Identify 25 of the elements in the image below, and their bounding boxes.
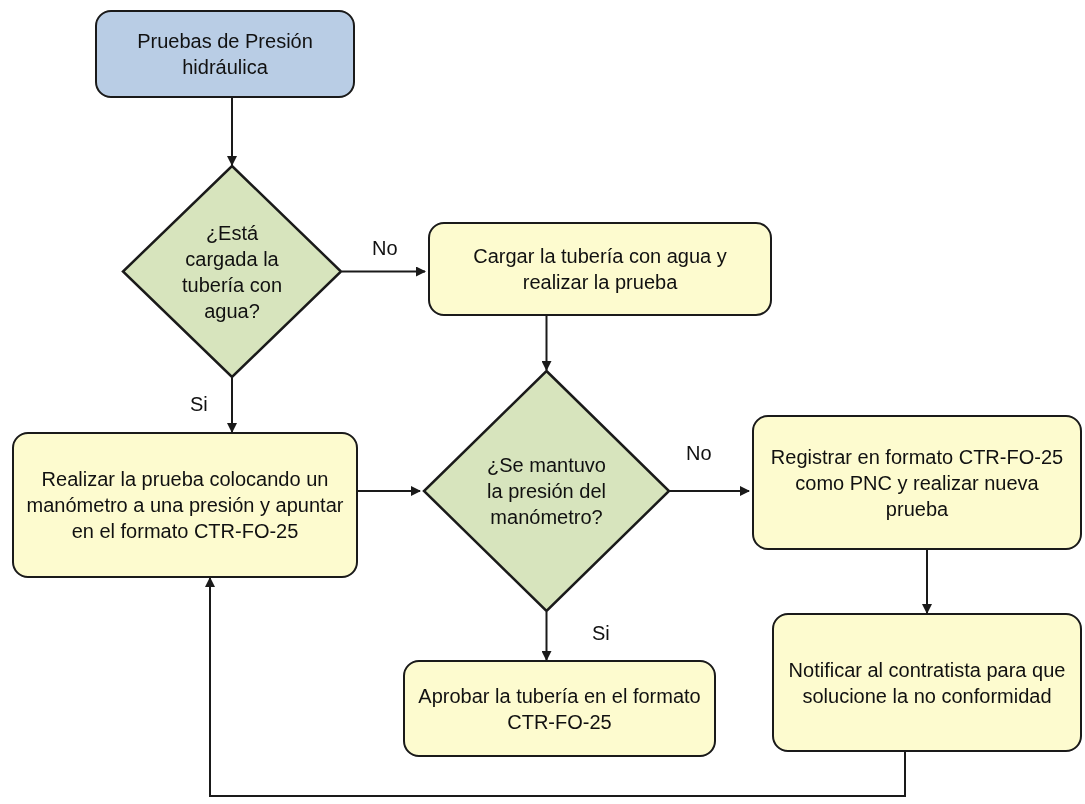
arrow bbox=[541, 611, 552, 661]
arrow bbox=[669, 486, 750, 496]
decision-diamond bbox=[122, 165, 342, 378]
decision-diamond bbox=[423, 370, 670, 612]
arrow bbox=[341, 266, 426, 277]
process-box bbox=[772, 613, 1082, 752]
node-text: Realizar la prueba colocando un manómetro a una presión y apuntar en el formato CTR-FO-25 bbox=[25, 467, 345, 544]
process-box bbox=[428, 222, 772, 316]
node-text: Aprobar la tubería en el formato CTR-FO-25 bbox=[417, 683, 702, 735]
arrow bbox=[205, 577, 906, 797]
start-box bbox=[95, 10, 355, 98]
node-text: Cargar la tubería con agua y realizar la prueba bbox=[472, 244, 728, 295]
node-text: ¿Se mantuvo la presión del manómetro? bbox=[486, 453, 607, 530]
arrow bbox=[227, 97, 237, 166]
node-text: Registrar en formato CTR-FO-25 como PNC y realizar nueva prueba bbox=[769, 444, 1065, 522]
process-box bbox=[12, 432, 358, 578]
arrow bbox=[227, 377, 237, 433]
process-box bbox=[403, 660, 716, 757]
arrow bbox=[357, 486, 421, 496]
node-text: Pruebas de Presión hidráulica bbox=[136, 29, 314, 80]
arrow bbox=[541, 315, 552, 371]
process-box bbox=[752, 415, 1082, 550]
node-text: Notificar al contratista para que solucione la no conformidad bbox=[787, 657, 1067, 709]
node-text: ¿Está cargada la tubería con agua? bbox=[180, 220, 284, 324]
arrow bbox=[922, 549, 932, 614]
